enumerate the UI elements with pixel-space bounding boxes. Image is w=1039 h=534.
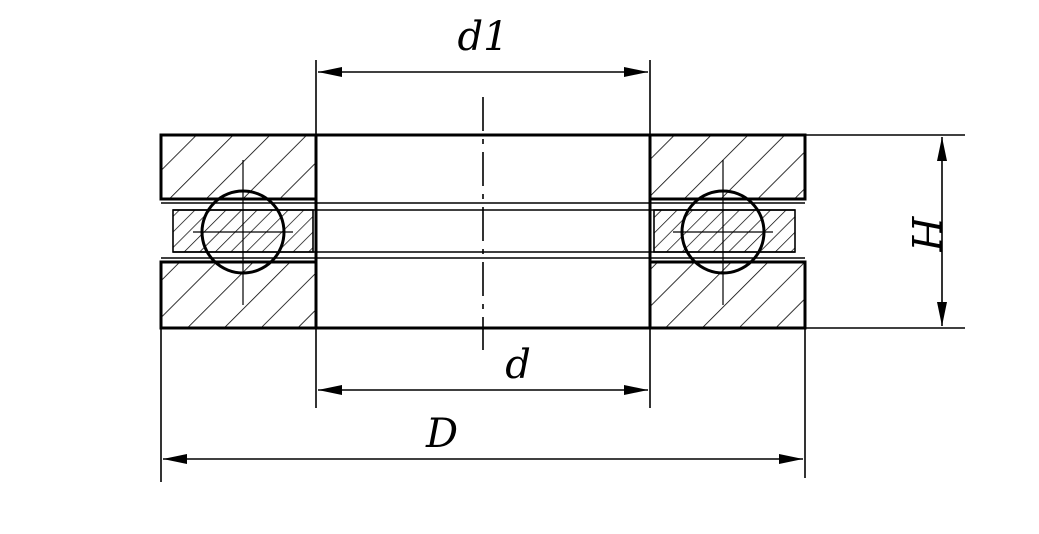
dimension-d1 (315, 60, 651, 135)
upper-washer-left (159, 133, 318, 201)
cage-right (653, 209, 796, 253)
dimension-H (805, 134, 965, 329)
upper-washer-right (648, 133, 807, 201)
dimension-D (160, 328, 806, 482)
ball-right (673, 160, 773, 305)
dimension-d (315, 328, 651, 408)
ball-left (193, 160, 293, 305)
label-H: H (902, 216, 948, 253)
label-d: d (505, 342, 531, 388)
label-d1: d1 (457, 14, 508, 60)
label-D: D (425, 411, 458, 457)
